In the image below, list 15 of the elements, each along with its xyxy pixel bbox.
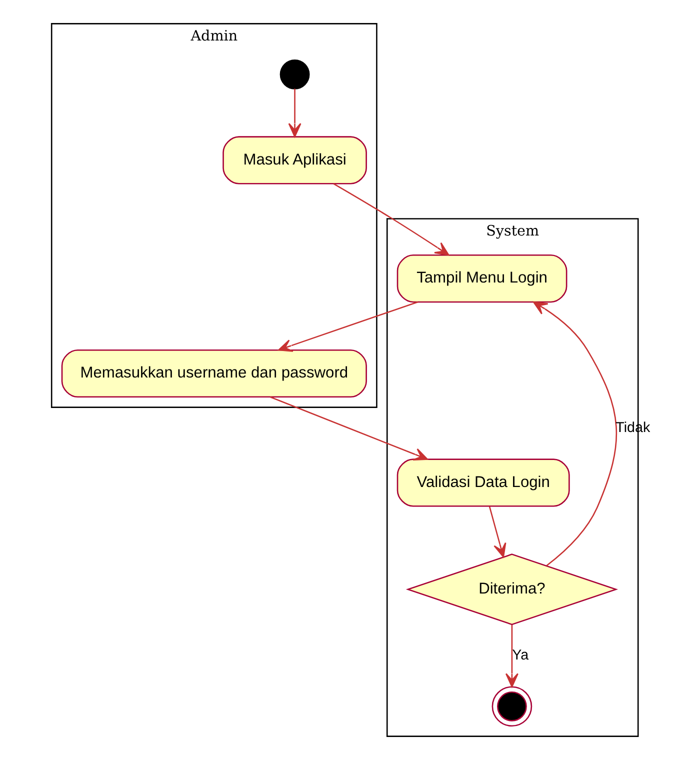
node-box: Masuk Aplikasi — [222, 136, 367, 184]
arrow — [505, 625, 518, 688]
arrow — [533, 301, 617, 566]
node-diamond: Diterima? — [406, 554, 618, 626]
node-box: Validasi Data Login — [396, 458, 570, 507]
edge-label: Ya — [512, 647, 529, 664]
arrow — [488, 506, 506, 558]
node-circle — [492, 686, 532, 727]
arrow — [333, 183, 450, 256]
node-circle — [280, 59, 310, 90]
node-box: Tampil Menu Login — [396, 254, 568, 303]
node-box: Memasukkan username dan password — [61, 349, 367, 398]
arrow — [270, 396, 428, 461]
arrow — [278, 301, 418, 352]
arrow — [288, 88, 302, 138]
